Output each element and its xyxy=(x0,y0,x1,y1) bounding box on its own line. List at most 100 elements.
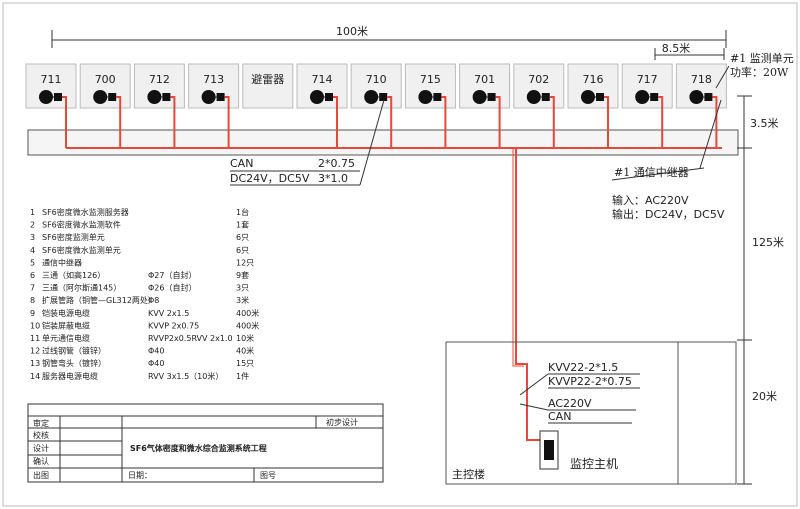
tb-row-3: 确认 xyxy=(33,456,49,466)
unit-box: 711 xyxy=(25,63,77,109)
unit-box: 710 xyxy=(350,63,402,109)
repeater-icon xyxy=(596,93,604,101)
in-building-label: 20米 xyxy=(752,390,777,403)
sensor-icon xyxy=(472,90,487,104)
material-qty: 12只 xyxy=(236,258,254,267)
material-spec: KVV 2x1.5 xyxy=(148,309,189,318)
bus-spec1-label: 2*0.75 xyxy=(318,157,355,170)
repeater-icon xyxy=(541,93,550,101)
material-spec: RVVP2x0.5RVV 2x1.0 xyxy=(148,334,233,343)
dimension-total: 100米 xyxy=(51,25,727,48)
ac-label: AC220V xyxy=(548,397,592,410)
cable-tray xyxy=(27,129,739,156)
unit-box: 717 xyxy=(621,63,673,109)
material-no: 1 xyxy=(30,208,35,217)
material-row: 5 通信中继器 12只 xyxy=(30,257,254,267)
tb-row-4: 出图 xyxy=(33,470,49,480)
bus-cable-spec: CAN 2*0.75 DC24V，DC5V 3*1.0 xyxy=(230,99,385,186)
unit-label: 716 xyxy=(583,73,604,86)
unit-label: 避雷器 xyxy=(251,72,284,86)
material-name: SF6密度微水监测软件 xyxy=(42,220,121,230)
unit-drop-cable xyxy=(549,96,555,148)
host-label: 监控主机 xyxy=(570,457,618,471)
material-qty: 10米 xyxy=(236,333,254,343)
tb-date-label: 日期： xyxy=(128,471,152,480)
unit-box: 713 xyxy=(188,63,240,109)
material-no: 4 xyxy=(30,246,35,255)
unit-label: 702 xyxy=(528,73,549,86)
unit-label: 710 xyxy=(366,73,387,86)
sensor-icon xyxy=(147,90,162,104)
unit-box: 714 xyxy=(296,63,348,109)
material-spec: Φ40 xyxy=(148,347,164,356)
material-name: 扩展管路（铜管—GL312两处） xyxy=(42,295,156,305)
material-no: 5 xyxy=(30,258,35,267)
unit-box: 700 xyxy=(79,63,131,109)
repeater-title: #1 通信中继器 xyxy=(614,166,689,179)
unit-box: 702 xyxy=(513,63,565,109)
unit-drop-cable xyxy=(387,96,393,148)
material-name: SF6密度微水监测服务器 xyxy=(42,207,129,217)
unit-label: 711 xyxy=(41,73,62,86)
dimension-unit-spacing: 8.5米 xyxy=(654,42,725,60)
unit-label: 712 xyxy=(149,73,170,86)
material-qty: 6只 xyxy=(236,233,249,242)
material-name: 通信中继器 xyxy=(42,257,82,267)
unit-label: 714 xyxy=(312,73,333,86)
trunk-cable xyxy=(515,148,548,460)
title-block: 审定 校核 设计 确认 出图 初步设计 SF6气体密度和微水综合监测系统工程 日… xyxy=(27,403,384,483)
bus-spec2-label: 3*1.0 xyxy=(318,172,348,185)
unit-drop-cable xyxy=(170,96,176,148)
material-qty: 400米 xyxy=(236,320,259,330)
unit-drop-cable xyxy=(333,96,338,148)
sensor-icon xyxy=(418,90,433,104)
material-qty: 400米 xyxy=(236,308,259,318)
material-qty: 1件 xyxy=(236,371,249,381)
unit-drop-cable xyxy=(441,96,447,148)
unit-box: 避雷器 xyxy=(242,63,294,109)
material-name: 三通（阿尔斯通145） xyxy=(42,283,121,293)
repeater-icon xyxy=(487,93,496,101)
tb-row-0: 审定 xyxy=(33,418,49,428)
unit-drop-cable xyxy=(712,96,718,148)
unit-label: 700 xyxy=(95,73,116,86)
unit-drop-cable xyxy=(224,96,230,148)
repeater-icon xyxy=(704,93,713,101)
repeater-input: 输入：AC220V xyxy=(612,193,689,207)
unit-drop-cable xyxy=(658,96,664,148)
tb-project: SF6气体密度和微水综合监测系统工程 xyxy=(130,443,267,453)
unit1-power: 功率：20W xyxy=(730,65,789,79)
unit-drops xyxy=(62,96,718,148)
repeater-icon xyxy=(108,93,117,101)
bus-to-building-label: 125米 xyxy=(752,236,784,249)
repeater-icon xyxy=(650,93,659,101)
tb-row-2: 设计 xyxy=(33,443,49,453)
material-spec: Φ26（自封） xyxy=(148,283,196,293)
sensor-icon xyxy=(93,90,108,104)
sensor-icon xyxy=(364,90,379,104)
unit-drop-cable xyxy=(116,96,122,148)
material-no: 11 xyxy=(30,334,40,343)
repeater-icon xyxy=(433,93,442,101)
unit-label: 718 xyxy=(691,73,712,86)
unit1-title: #1 监测单元 xyxy=(730,52,794,65)
bus-can-label: CAN xyxy=(230,157,253,170)
sensor-icon xyxy=(39,90,53,104)
unit-box: 716 xyxy=(567,63,619,109)
material-qty: 9套 xyxy=(236,270,249,280)
unit-label: 715 xyxy=(420,73,441,86)
unit-box: 715 xyxy=(404,63,456,109)
material-qty: 15只 xyxy=(236,359,254,368)
unit-spacing-label: 8.5米 xyxy=(662,42,691,55)
repeater-icon xyxy=(379,93,388,101)
material-name: 单元通信电缆 xyxy=(42,333,90,343)
material-no: 8 xyxy=(30,296,35,305)
